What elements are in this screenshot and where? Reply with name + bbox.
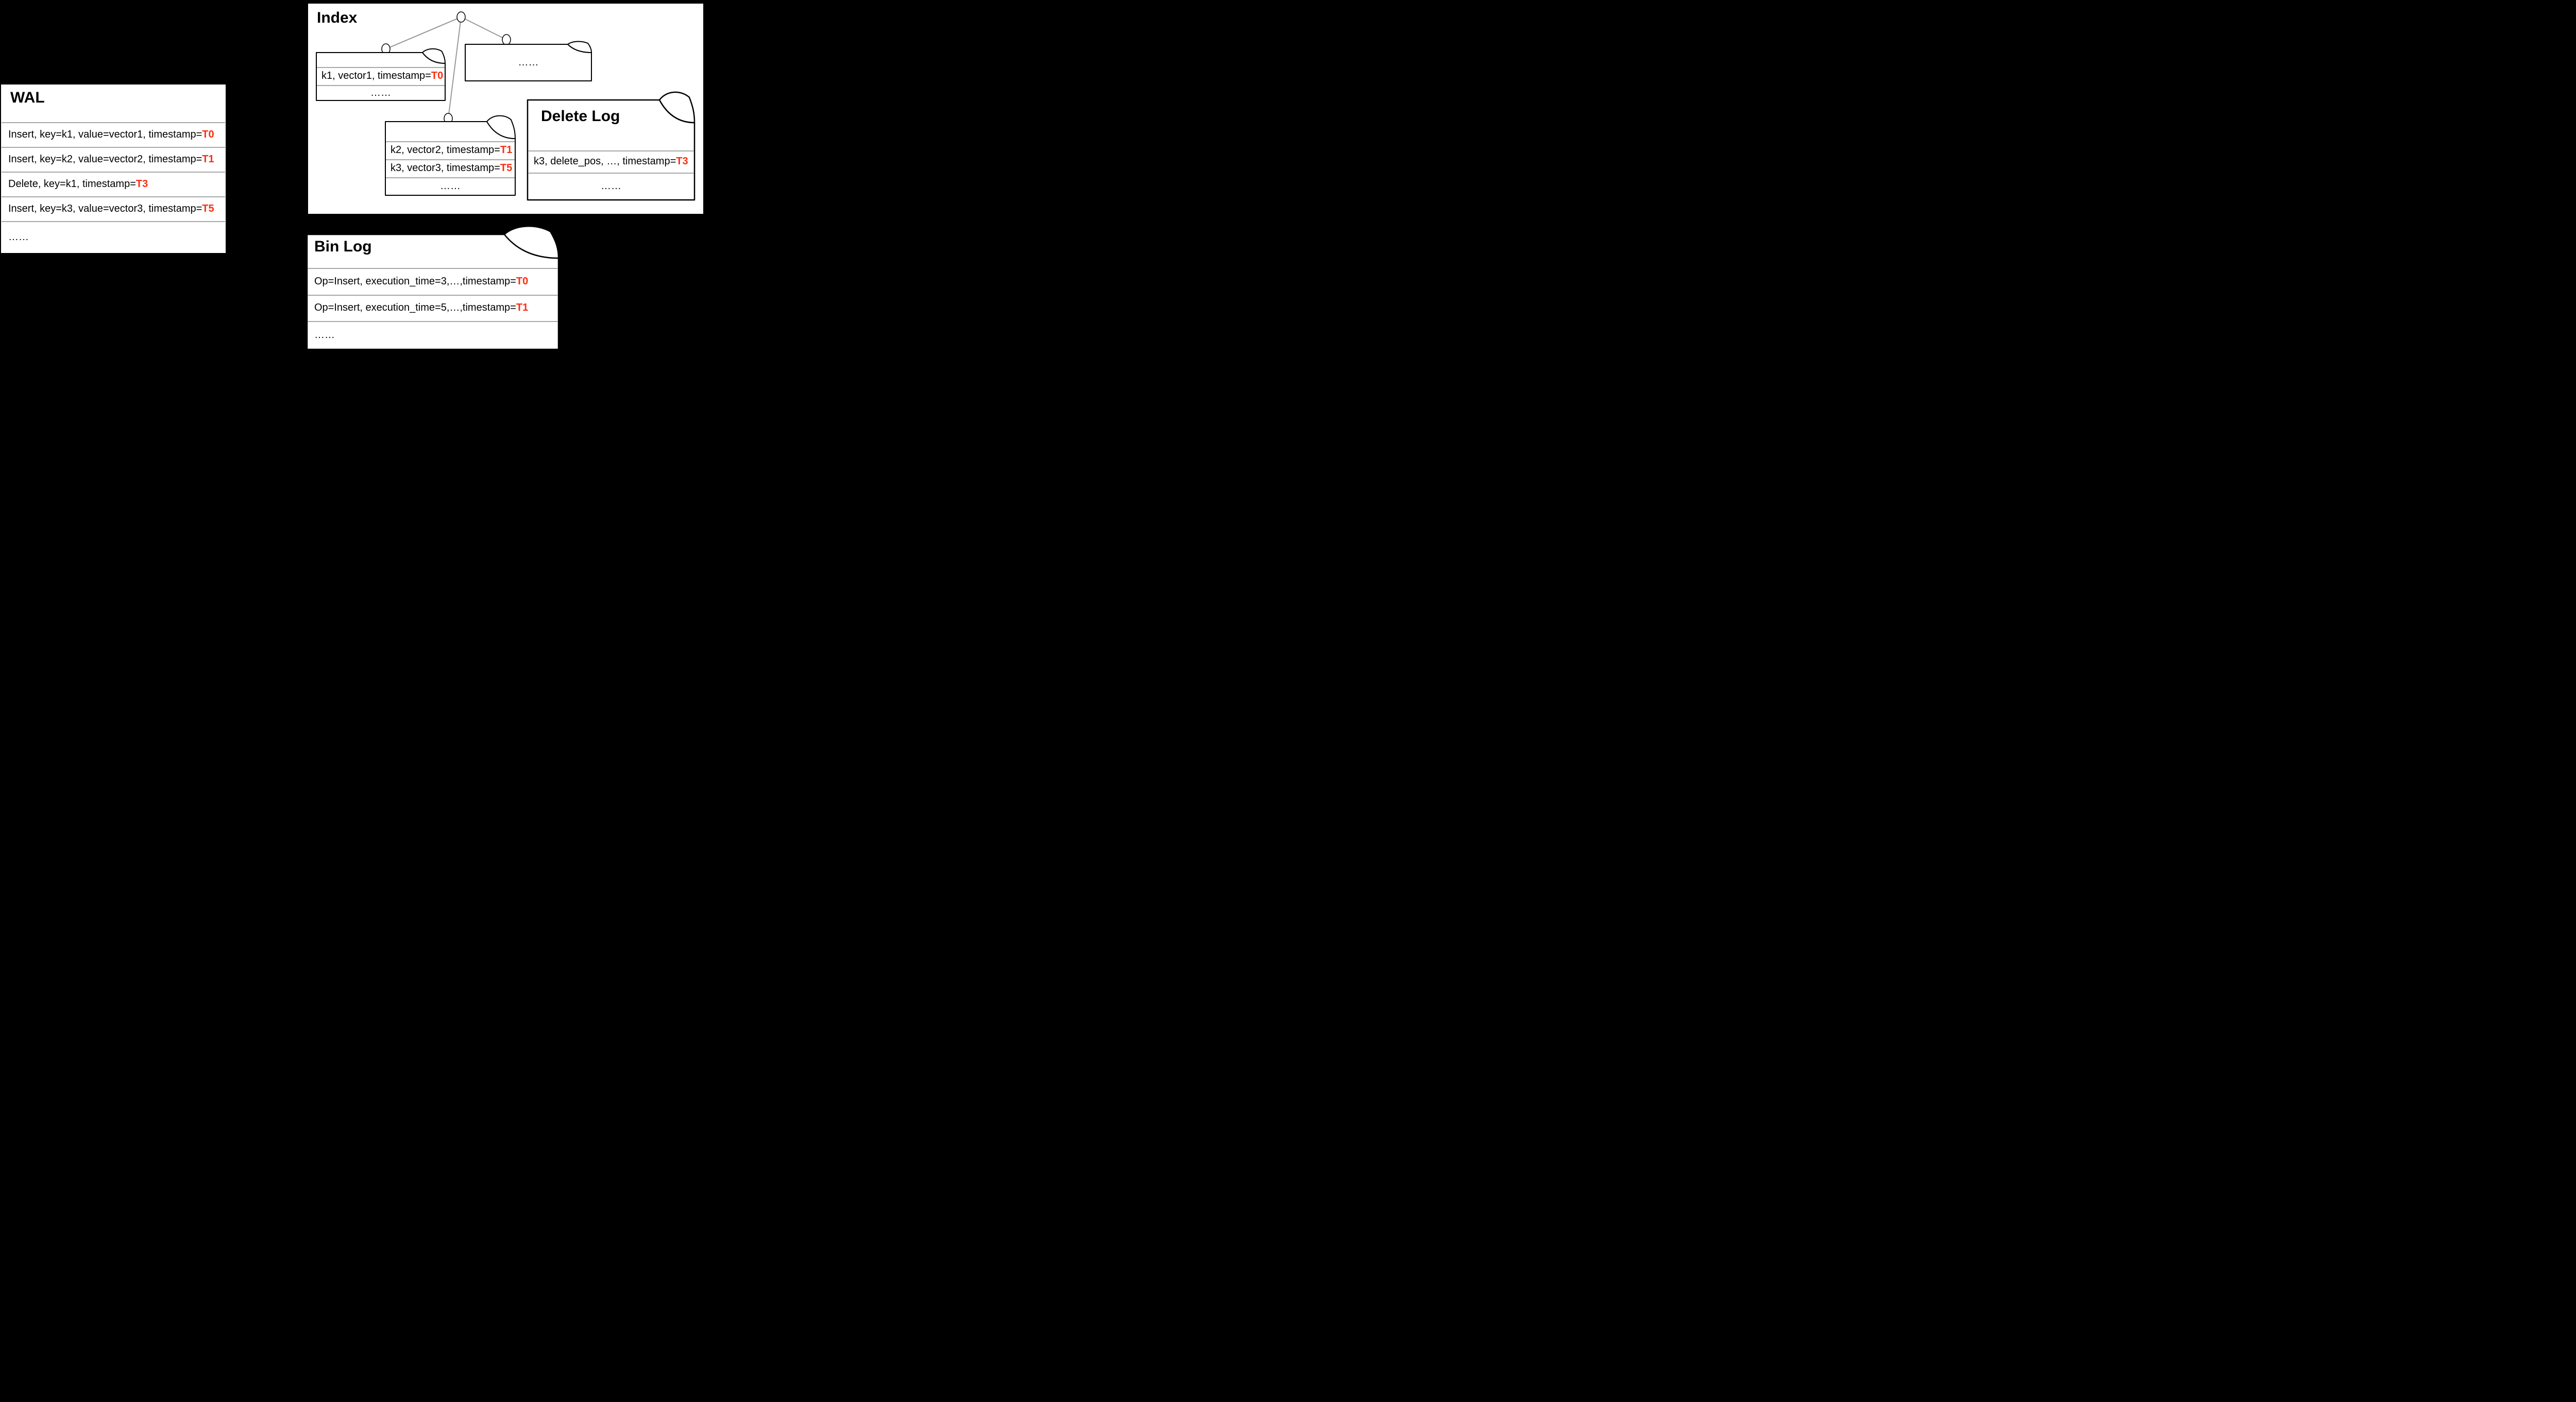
timestamp-highlight: T1 <box>202 153 214 165</box>
index-segment-k2k3: k2, vector2, timestamp=T1 k3, vector3, t… <box>385 115 516 196</box>
ellipsis-text: …… <box>370 87 391 98</box>
tree-edge <box>448 16 462 119</box>
tree-edge <box>385 16 462 49</box>
segment-row-text: k3, vector3, timestamp= <box>391 162 500 174</box>
document-shape <box>316 48 446 101</box>
divider <box>386 141 515 142</box>
wal-box: WAL Insert, key=k1, value=vector1, times… <box>1 85 226 253</box>
ellipsis-text: …… <box>314 329 335 341</box>
divider <box>2 196 225 197</box>
ellipsis-text: …… <box>518 57 539 68</box>
tree-node-right <box>502 34 511 45</box>
timestamp-highlight: T0 <box>431 70 444 81</box>
timestamp-highlight: T3 <box>135 178 148 190</box>
delete-log-ellipsis-row: …… <box>528 173 694 200</box>
wal-title: WAL <box>10 89 45 106</box>
divider <box>2 122 225 123</box>
document-shape <box>527 91 696 201</box>
segment-ellipsis-row: …… <box>465 44 591 81</box>
divider <box>317 85 445 86</box>
divider <box>2 172 225 173</box>
delete-log-title: Delete Log <box>541 108 620 125</box>
timestamp-highlight: T3 <box>676 156 688 167</box>
timestamp-highlight: T5 <box>500 162 513 174</box>
divider <box>308 321 558 322</box>
document-shape <box>385 115 516 196</box>
timestamp-highlight: T1 <box>500 144 513 156</box>
timestamp-highlight: T1 <box>516 302 529 313</box>
wal-row: Delete, key=k1, timestamp=T3 <box>1 172 226 196</box>
segment-row-text: k1, vector1, timestamp= <box>321 70 431 81</box>
segment-ellipsis-row: …… <box>385 177 515 195</box>
index-segment-k1: k1, vector1, timestamp=T0 …… <box>316 48 446 101</box>
wal-row-text: Insert, key=k2, value=vector2, timestamp… <box>8 153 202 165</box>
bin-log-row-text: Op=Insert, execution_time=5,…,timestamp= <box>314 302 516 313</box>
bin-log-row: Op=Insert, execution_time=5,…,timestamp=… <box>307 295 558 321</box>
delete-log-row: k3, delete_pos, …, timestamp=T3 <box>528 150 694 173</box>
index-tree <box>381 11 511 124</box>
ellipsis-text: …… <box>440 180 461 192</box>
wal-row: Insert, key=k3, value=vector3, timestamp… <box>1 196 226 221</box>
bin-log-row-text: Op=Insert, execution_time=3,…,timestamp= <box>314 275 516 287</box>
segment-row: k3, vector3, timestamp=T5 <box>385 159 515 177</box>
index-title: Index <box>317 9 358 26</box>
wal-row-text: Insert, key=k3, value=vector3, timestamp… <box>8 202 202 214</box>
timestamp-highlight: T0 <box>202 128 214 140</box>
segment-row: k2, vector2, timestamp=T1 <box>385 141 515 159</box>
segment-row-text: k2, vector2, timestamp= <box>391 144 500 156</box>
divider <box>2 147 225 148</box>
timestamp-highlight: T0 <box>516 275 529 287</box>
bin-log-title: Bin Log <box>314 238 372 255</box>
wal-row-text: Insert, key=k1, value=vector1, timestamp… <box>8 128 202 140</box>
segment-row: k1, vector1, timestamp=T0 <box>316 67 445 85</box>
bin-log-box: Bin Log Op=Insert, execution_time=3,…,ti… <box>306 225 560 350</box>
ellipsis-text: …… <box>8 231 29 243</box>
delete-log-row-text: k3, delete_pos, …, timestamp= <box>534 156 676 167</box>
wal-row-text: Delete, key=k1, timestamp= <box>8 178 136 190</box>
tree-node-root <box>456 11 466 23</box>
wal-row: Insert, key=k1, value=vector1, timestamp… <box>1 122 226 147</box>
tree-edge <box>461 16 507 40</box>
divider <box>386 177 515 178</box>
divider <box>386 159 515 160</box>
document-shape <box>306 225 560 350</box>
bin-log-ellipsis-row: …… <box>307 321 558 349</box>
index-segment-more: …… <box>465 41 592 81</box>
divider <box>308 295 558 296</box>
timestamp-highlight: T5 <box>202 202 214 214</box>
diagram-canvas: WAL Insert, key=k1, value=vector1, times… <box>0 0 704 350</box>
wal-row: Insert, key=k2, value=vector2, timestamp… <box>1 147 226 172</box>
divider <box>2 221 225 222</box>
ellipsis-text: …… <box>601 180 621 192</box>
divider <box>308 268 558 269</box>
divider <box>317 67 445 68</box>
segment-ellipsis-row: …… <box>316 85 445 100</box>
wal-ellipsis-row: …… <box>1 221 226 253</box>
divider <box>528 150 694 151</box>
delete-log-box: Delete Log k3, delete_pos, …, timestamp=… <box>527 91 696 201</box>
document-shape <box>465 41 592 81</box>
bin-log-row: Op=Insert, execution_time=3,…,timestamp=… <box>307 268 558 295</box>
divider <box>528 173 694 174</box>
